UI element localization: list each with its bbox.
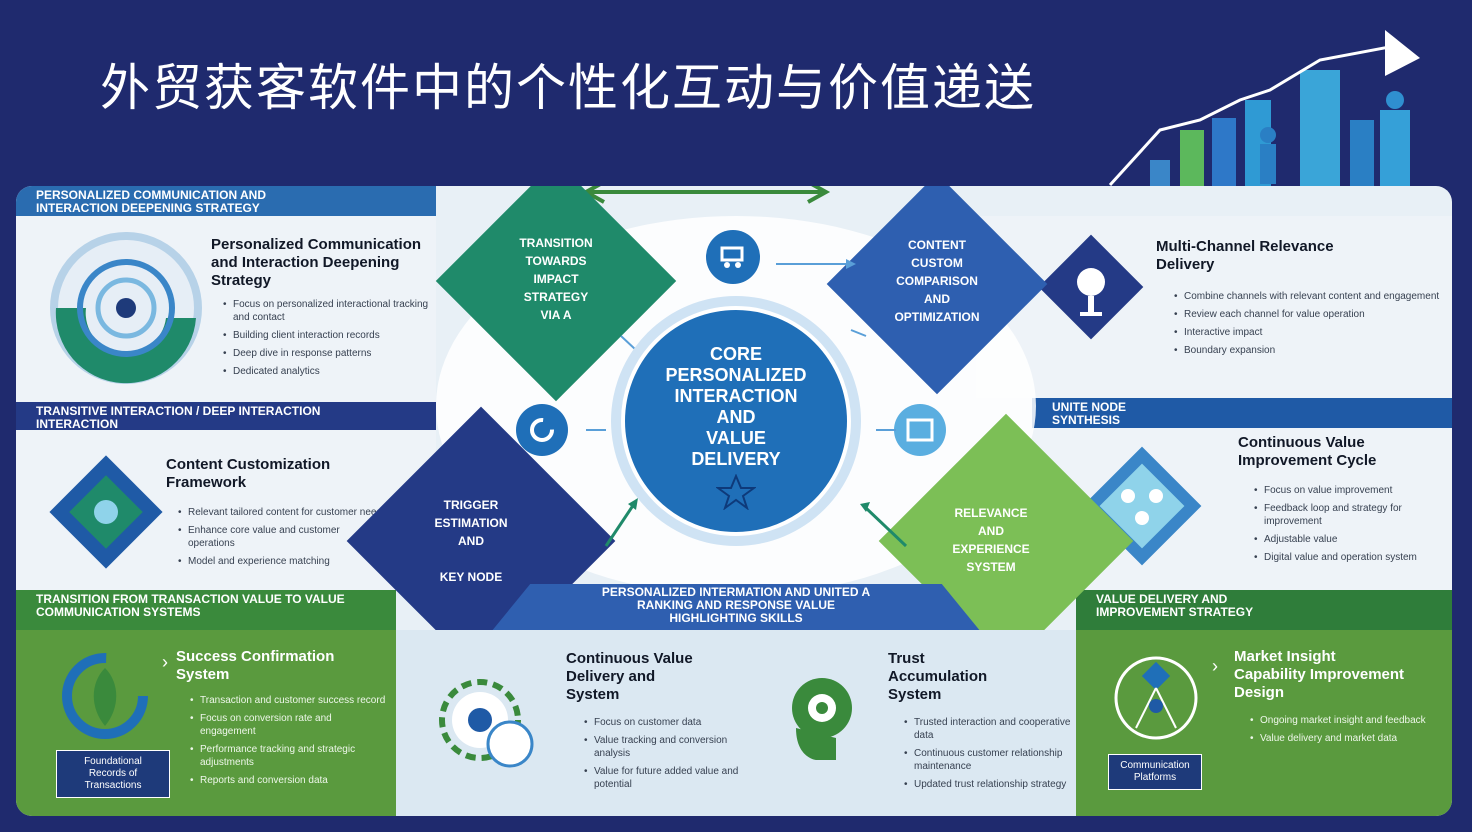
trust-bullets: Trusted interaction and cooperative data… xyxy=(902,716,1074,796)
multichannel-card: Multi-Channel Relevance Delivery Combine… xyxy=(976,216,1452,398)
bullet: Model and experience matching xyxy=(178,555,388,568)
chevron-right-icon: › xyxy=(162,652,168,672)
bullet: Value delivery and market data xyxy=(1250,732,1450,745)
bullet: Combine channels with relevant content a… xyxy=(1174,290,1452,303)
diamond-bottom-left-label: TRIGGER ESTIMATION AND KEY NODE xyxy=(434,498,508,584)
bullet: Focus on personalized interactional trac… xyxy=(223,298,443,324)
multichannel-bullets: Combine channels with relevant content a… xyxy=(1172,290,1452,362)
bullet: Ongoing market insight and feedback xyxy=(1250,714,1450,727)
globe-icon xyxy=(1038,234,1144,340)
double-arrow-icon xyxy=(581,186,831,204)
bullet: Focus on value improvement xyxy=(1254,484,1452,497)
continuous-delivery-bullets: Focus on customer data Value tracking an… xyxy=(582,716,764,796)
market-bullets: Ongoing market insight and feedback Valu… xyxy=(1248,714,1450,750)
market-heading: Market Insight Capability Improvement De… xyxy=(1234,648,1405,701)
page-title: 外贸获客软件中的个性化互动与价值递送 xyxy=(100,59,1036,117)
success-heading: Success Confirmation System xyxy=(176,648,335,683)
frame-icon xyxy=(894,404,946,456)
band-mid-right: UNITE NODE SYNTHESIS xyxy=(1032,398,1452,428)
brain-icon xyxy=(792,678,852,760)
diamond-top-right-label: CONTENT CUSTOM COMPARISON AND OPTIMIZATI… xyxy=(894,238,980,324)
personalized-card: Personalized Communication and Interacti… xyxy=(16,216,436,402)
bullet: Performance tracking and strategic adjus… xyxy=(190,743,390,769)
bullet: Transaction and customer success record xyxy=(190,694,390,707)
bullet: Adjustable value xyxy=(1254,533,1452,546)
diagram-panel: PERSONALIZED COMMUNICATION AND INTERACTI… xyxy=(16,186,1452,816)
trust-heading: Trust Accumulation System xyxy=(888,650,988,703)
market-tag: Communication Platforms xyxy=(1108,754,1202,790)
middle-bottom-area: Continuous Value Delivery and System Foc… xyxy=(396,630,1076,816)
bullet: Deep dive in response patterns xyxy=(223,347,443,360)
band-mid-left: TRANSITIVE INTERACTION / DEEP INTERACTIO… xyxy=(16,402,436,431)
bullet: Building client interaction records xyxy=(223,329,443,342)
bullet: Focus on customer data xyxy=(584,716,764,729)
core-circle xyxy=(621,306,851,536)
core-label: CORE PERSONALIZED INTERACTION AND VALUE … xyxy=(665,344,807,469)
bullet: Enhance core value and customer operatio… xyxy=(178,524,388,550)
bullet: Reports and conversion data xyxy=(190,774,390,787)
bullet: Boundary expansion xyxy=(1174,344,1452,357)
bullet: Continuous customer relationship mainten… xyxy=(904,747,1074,773)
bullet: Updated trust relationship strategy xyxy=(904,778,1074,791)
diamond-top-left-label: TRANSITION TOWARDS IMPACT STRATEGY VIA A xyxy=(519,236,593,322)
rings-icon xyxy=(50,232,202,384)
frame-icon xyxy=(49,455,163,569)
success-tag: Foundational Records of Transactions xyxy=(56,750,170,798)
bullet: Digital value and operation system xyxy=(1254,551,1452,564)
bullet: Dedicated analytics xyxy=(223,365,443,378)
network-icon xyxy=(1114,656,1198,740)
connector-arrows xyxy=(586,259,908,548)
band-bottom-left: TRANSITION FROM TRANSACTION VALUE TO VAL… xyxy=(16,590,396,630)
content-custom-bullets: Relevant tailored content for customer n… xyxy=(176,506,388,573)
bullet: Review each channel for value operation xyxy=(1174,308,1452,321)
band-top-left: PERSONALIZED COMMUNICATION AND INTERACTI… xyxy=(16,186,436,216)
bullet: Feedback loop and strategy for improveme… xyxy=(1254,502,1452,528)
rings-icon xyxy=(439,679,534,768)
star-icon xyxy=(716,474,756,510)
continuous-delivery-heading: Continuous Value Delivery and System xyxy=(566,650,693,703)
bullet: Value for future added value and potenti… xyxy=(584,765,764,791)
content-custom-heading: Content Customization Framework xyxy=(166,456,331,491)
band-bottom-center-bg xyxy=(491,584,981,632)
band-bottom-right: VALUE DELIVERY AND IMPROVEMENT STRATEGY xyxy=(1076,590,1452,630)
market-card: › Market Insight Capability Improvement … xyxy=(1076,630,1452,816)
bullet: Value tracking and conversion analysis xyxy=(584,734,764,760)
success-bullets: Transaction and customer success record … xyxy=(188,694,390,792)
personalized-bullets: Focus on personalized interactional trac… xyxy=(221,298,443,383)
shopping-cart-icon xyxy=(706,230,760,284)
continuous-value-bullets: Focus on value improvement Feedback loop… xyxy=(1252,484,1452,569)
bullet: Focus on conversion rate and engagement xyxy=(190,712,390,738)
multichannel-heading: Multi-Channel Relevance Delivery xyxy=(1156,238,1334,273)
refresh-icon xyxy=(516,404,568,456)
bullet: Relevant tailored content for customer n… xyxy=(178,506,388,519)
chart-growth-icon xyxy=(1108,30,1420,188)
leaf-icon xyxy=(62,653,148,739)
content-custom-card: Content Customization Framework Relevant… xyxy=(16,430,436,590)
bullet: Trusted interaction and cooperative data xyxy=(904,716,1074,742)
chevron-right-icon: › xyxy=(1212,656,1218,676)
band-bottom-center: PERSONALIZED INTERMATION AND UNITED A RA… xyxy=(601,585,871,625)
continuous-value-heading: Continuous Value Improvement Cycle xyxy=(1238,434,1377,469)
success-card: › Success Confirmation System Transactio… xyxy=(16,630,396,816)
personalized-heading: Personalized Communication and Interacti… xyxy=(211,236,422,289)
diamond-bottom-right-label: RELEVANCE AND EXPERIENCE SYSTEM xyxy=(952,506,1030,574)
bullet: Interactive impact xyxy=(1174,326,1452,339)
